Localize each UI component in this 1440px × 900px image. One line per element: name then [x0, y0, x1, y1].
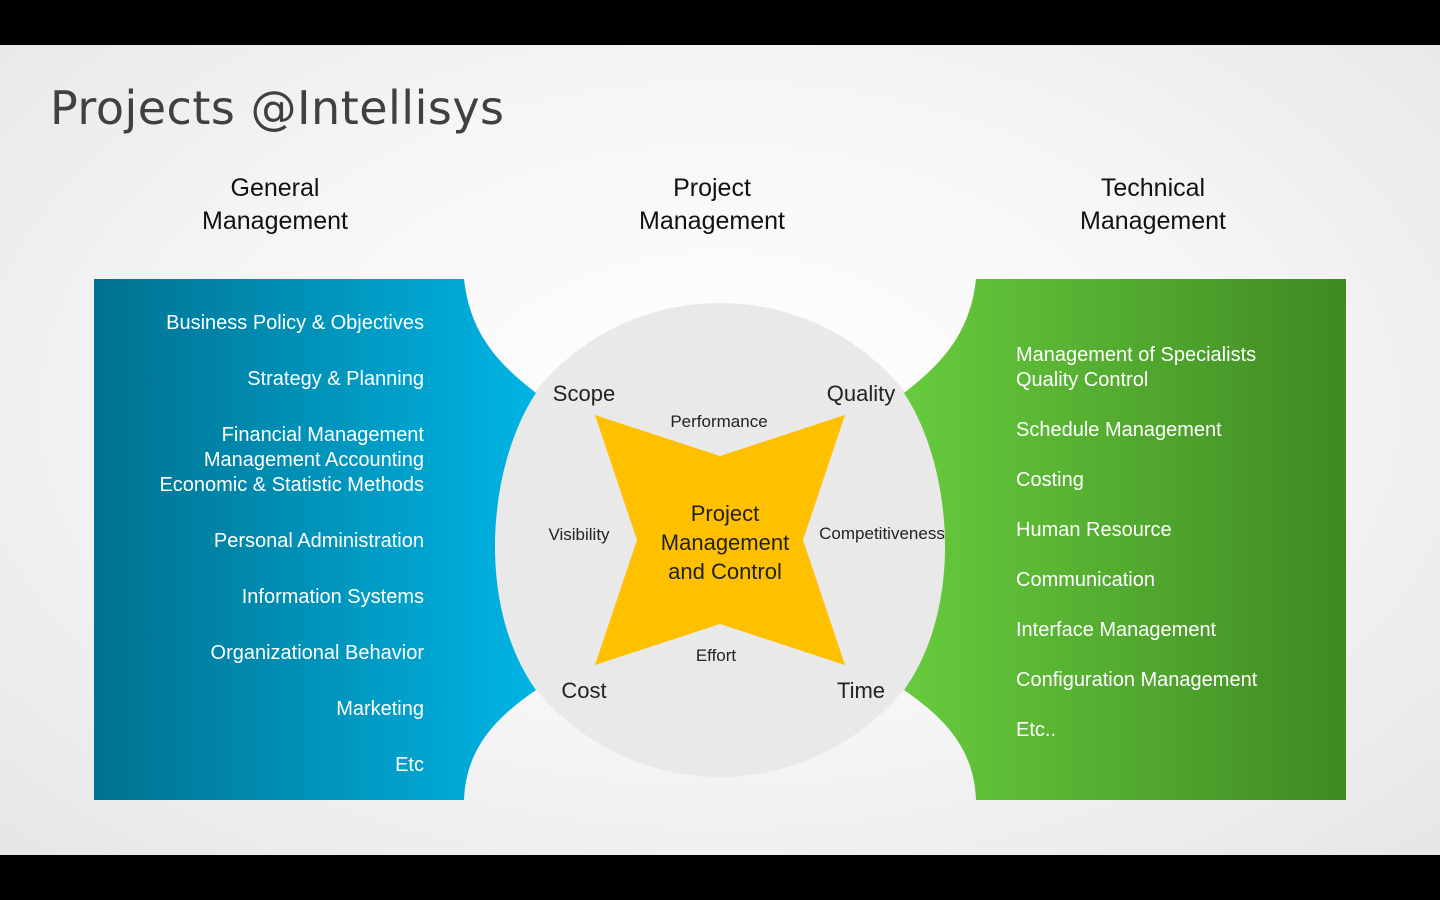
technical-management-panel — [904, 279, 1346, 800]
technical-management-item: Management of Specialists Quality Contro… — [1016, 344, 1257, 391]
corner-scope: Scope — [552, 381, 616, 406]
general-management-heading: General Management — [202, 174, 348, 235]
edge-visibility: Visibility — [548, 525, 610, 544]
general-management-item: Etc — [395, 754, 424, 776]
technical-management-item: Configuration Management — [1016, 669, 1258, 691]
technical-management-item: Interface Management — [1016, 619, 1217, 641]
general-management-item: Personal Administration — [213, 530, 424, 552]
general-management-item: Information Systems — [241, 586, 424, 608]
technical-management-item: Schedule Management — [1016, 419, 1222, 441]
general-management-panel — [94, 279, 536, 800]
slide-title: Projects @Intellisys — [50, 81, 505, 135]
edge-competitiveness: Competitiveness — [819, 524, 945, 543]
center-label: Project Management and Control — [660, 501, 790, 584]
technical-management-item: Human Resource — [1016, 519, 1172, 541]
project-management-heading: Project Management — [639, 174, 785, 235]
edge-effort: Effort — [695, 646, 737, 665]
technical-management-item: Costing — [1016, 469, 1084, 491]
corner-quality: Quality — [826, 381, 896, 406]
edge-performance: Performance — [670, 412, 768, 431]
general-management-item: Organizational Behavior — [210, 642, 424, 664]
technical-management-item: Communication — [1016, 569, 1155, 591]
general-management-item: Marketing — [336, 698, 424, 720]
diagram-graphic — [94, 279, 1346, 800]
slide: Projects @Intellisys General Management … — [0, 45, 1440, 855]
corner-cost: Cost — [561, 678, 607, 703]
general-management-item: Financial Management Management Accounti… — [159, 424, 424, 496]
technical-management-list: Management of Specialists Quality Contro… — [1016, 343, 1316, 743]
general-management-item: Business Policy & Objectives — [166, 312, 424, 334]
technical-management-heading: Technical Management — [1080, 174, 1226, 235]
general-management-item: Strategy & Planning — [247, 368, 424, 390]
technical-management-item: Etc.. — [1016, 719, 1057, 741]
project-control-star — [595, 415, 845, 665]
corner-time: Time — [836, 678, 886, 703]
